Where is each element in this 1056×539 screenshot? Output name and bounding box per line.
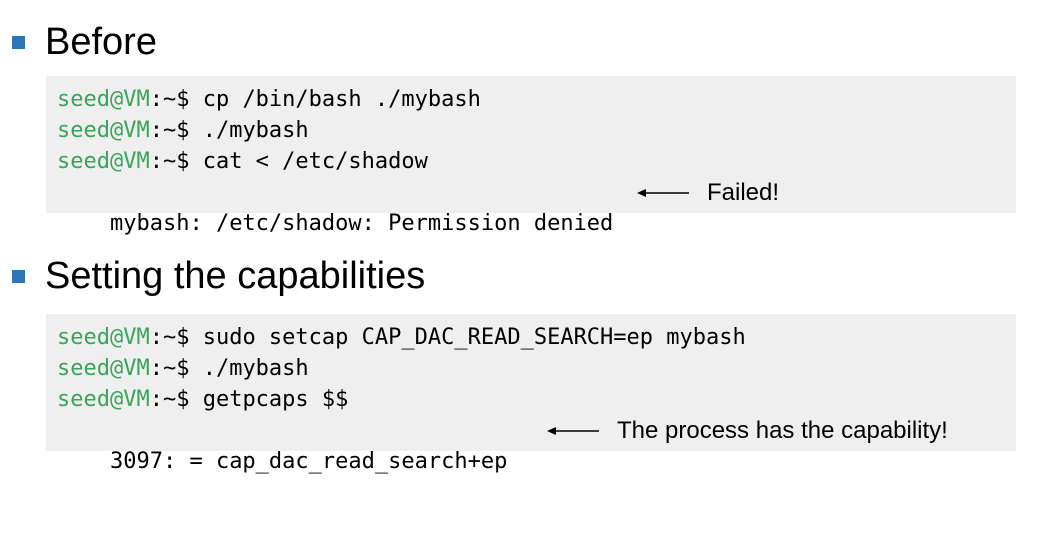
prompt-path: :~$ (149, 118, 203, 143)
left-arrow-icon (547, 426, 599, 435)
terminal-line: seed@VM:~$ cat < /etc/shadow (57, 146, 1016, 177)
annotation-failed: Failed! (637, 177, 779, 208)
annotation-text: The process has the capability! (617, 417, 948, 444)
prompt-path: :~$ (149, 356, 203, 381)
terminal-line: seed@VM:~$ ./mybash (57, 353, 1016, 384)
terminal-line: seed@VM:~$ cp /bin/bash ./mybash (57, 84, 1016, 115)
prompt-user: seed@VM (57, 356, 150, 381)
terminal-output-line: 3097: = cap_dac_read_search+ep The proce… (57, 415, 1016, 474)
left-arrow-icon (637, 188, 689, 197)
command-text: cat < /etc/shadow (202, 149, 428, 174)
bullet-square-icon (12, 35, 25, 49)
terminal-line: seed@VM:~$ sudo setcap CAP_DAC_READ_SEAR… (57, 322, 1016, 353)
bullet-square-icon (12, 269, 25, 283)
terminal-block-before: seed@VM:~$ cp /bin/bash ./mybash seed@VM… (46, 76, 1016, 236)
command-text: ./mybash (202, 118, 309, 143)
command-text: ./mybash (202, 356, 309, 381)
annotation-capability: The process has the capability! (547, 415, 948, 446)
heading-before: Before (12, 20, 157, 64)
prompt-user: seed@VM (57, 325, 150, 350)
terminal-output-line: mybash: /etc/shadow: Permission denied F… (57, 177, 1016, 236)
command-text: getpcaps $$ (202, 387, 349, 412)
terminal-line: seed@VM:~$ ./mybash (57, 115, 1016, 146)
prompt-user: seed@VM (57, 149, 150, 174)
command-text: cp /bin/bash ./mybash (202, 87, 481, 112)
output-text: 3097: = cap_dac_read_search+ep (109, 449, 508, 474)
prompt-path: :~$ (149, 149, 203, 174)
heading-before-text: Before (45, 21, 157, 63)
terminal-block-capabilities: seed@VM:~$ sudo setcap CAP_DAC_READ_SEAR… (46, 314, 1016, 474)
heading-setting-capabilities: Setting the capabilities (12, 254, 425, 298)
prompt-path: :~$ (149, 87, 203, 112)
output-text: mybash: /etc/shadow: Permission denied (109, 211, 614, 236)
prompt-path: :~$ (149, 387, 203, 412)
prompt-user: seed@VM (57, 87, 150, 112)
prompt-path: :~$ (149, 325, 203, 350)
prompt-user: seed@VM (57, 387, 150, 412)
prompt-user: seed@VM (57, 118, 150, 143)
command-text: sudo setcap CAP_DAC_READ_SEARCH=ep mybas… (202, 325, 746, 350)
heading-setting-capabilities-text: Setting the capabilities (45, 255, 426, 297)
terminal-line: seed@VM:~$ getpcaps $$ (57, 384, 1016, 415)
annotation-text: Failed! (707, 179, 780, 206)
